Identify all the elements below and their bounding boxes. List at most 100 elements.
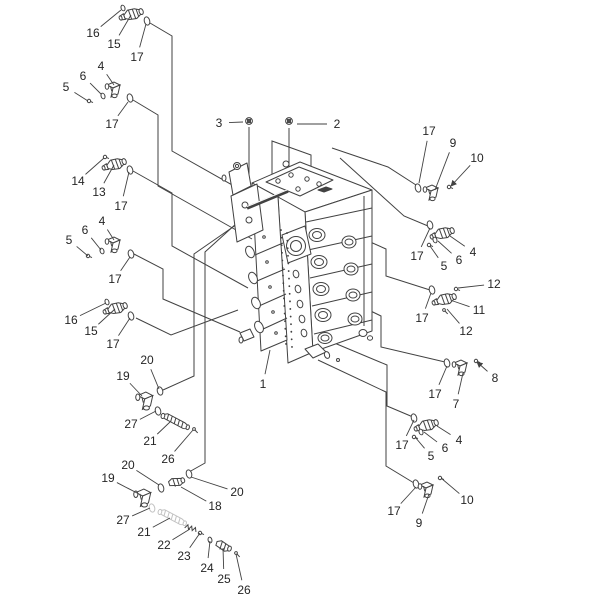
left-section-caps bbox=[244, 236, 277, 335]
leader-line bbox=[117, 483, 139, 494]
leader-lines bbox=[74, 10, 487, 580]
callout-label: 9 bbox=[415, 516, 423, 530]
fitting-25 bbox=[214, 539, 234, 554]
callout-label: 26 bbox=[161, 452, 175, 466]
leader-line bbox=[450, 236, 465, 246]
callout-label: 10 bbox=[470, 151, 484, 165]
callout-label: 23 bbox=[177, 549, 191, 563]
leader-line bbox=[458, 373, 463, 394]
callout-label: 5 bbox=[65, 233, 73, 247]
callout-label: 1 bbox=[259, 377, 267, 391]
callout-label: 17 bbox=[422, 124, 436, 138]
leader-line bbox=[265, 350, 270, 374]
leader-line bbox=[74, 92, 88, 101]
right-cylinder-bank bbox=[309, 196, 373, 344]
callout-label: 17 bbox=[410, 249, 424, 263]
callout-label: 11 bbox=[472, 303, 486, 317]
leader-line bbox=[121, 257, 130, 271]
callout-label: 15 bbox=[107, 37, 121, 51]
callout-label: 6 bbox=[441, 441, 449, 455]
leader-line bbox=[223, 548, 224, 569]
leader-line bbox=[118, 102, 128, 116]
callout-label: 5 bbox=[427, 449, 435, 463]
callout-label: 4 bbox=[98, 214, 106, 228]
leader-line bbox=[208, 541, 210, 558]
callout-label: 17 bbox=[130, 50, 144, 64]
leader-line bbox=[425, 293, 431, 309]
callout-label: 19 bbox=[116, 369, 130, 383]
leader-line bbox=[130, 383, 142, 396]
leader-line bbox=[123, 172, 129, 196]
callout-label: 4 bbox=[455, 433, 463, 447]
leader-line bbox=[173, 529, 190, 540]
leader-line bbox=[430, 246, 438, 258]
leader-line bbox=[190, 533, 200, 548]
leader-line bbox=[175, 430, 193, 451]
callout-label: 27 bbox=[116, 513, 130, 527]
leader-line bbox=[98, 309, 115, 324]
leader-line bbox=[447, 309, 459, 323]
callout-label: 18 bbox=[208, 499, 222, 513]
leader-line bbox=[406, 420, 414, 436]
callout-label: 12 bbox=[459, 324, 473, 338]
callout-label: 8 bbox=[491, 371, 499, 385]
callout-label: 12 bbox=[487, 277, 501, 291]
leader-line bbox=[476, 361, 488, 371]
callout-label: 2 bbox=[333, 117, 341, 131]
callout-label: 22 bbox=[157, 538, 171, 552]
callout-label: 6 bbox=[81, 223, 89, 237]
callout-label: 17 bbox=[105, 117, 119, 131]
callout-label: 16 bbox=[64, 313, 78, 327]
callout-label: 21 bbox=[137, 525, 151, 539]
leader-line bbox=[118, 318, 130, 336]
bolt-2 bbox=[285, 117, 293, 125]
leader-line bbox=[439, 366, 447, 385]
leader-line bbox=[136, 470, 159, 485]
leader-line bbox=[151, 369, 159, 389]
leader-line bbox=[415, 437, 425, 448]
callout-label: 25 bbox=[217, 572, 231, 586]
leader-line bbox=[421, 228, 430, 247]
fitting-19 bbox=[135, 391, 154, 411]
leader-line bbox=[91, 238, 101, 250]
leader-line bbox=[441, 478, 459, 494]
callout-label: 4 bbox=[97, 59, 105, 73]
leader-line bbox=[140, 411, 156, 419]
fitting-4 bbox=[104, 81, 121, 99]
callout-label: 17 bbox=[114, 199, 128, 213]
leader-line bbox=[236, 554, 242, 580]
callout-label: 5 bbox=[440, 259, 448, 273]
fitting-9b bbox=[417, 481, 434, 499]
leader-line bbox=[424, 432, 437, 442]
fitting-7 bbox=[451, 359, 468, 377]
sleeve-18 bbox=[167, 474, 187, 489]
leader-line bbox=[438, 241, 452, 253]
callout-label: 26 bbox=[237, 583, 251, 597]
callout-label: 17 bbox=[108, 272, 122, 286]
leader-line bbox=[107, 74, 114, 85]
fitting-19b bbox=[133, 488, 152, 508]
faded-cartridge-21 bbox=[147, 502, 189, 527]
leader-line bbox=[435, 152, 449, 190]
callout-label: 15 bbox=[84, 324, 98, 338]
callout-label: 6 bbox=[455, 253, 463, 267]
callout-label: 13 bbox=[92, 185, 106, 199]
callout-label: 7 bbox=[452, 397, 460, 411]
callout-label: 24 bbox=[200, 561, 214, 575]
leader-line bbox=[85, 158, 104, 174]
leader-line bbox=[80, 303, 106, 316]
leader-line bbox=[157, 422, 170, 434]
leader-line bbox=[450, 165, 470, 187]
leader-line bbox=[458, 285, 484, 288]
leader-line bbox=[140, 24, 146, 47]
valve-assembly-drawing bbox=[222, 161, 373, 363]
leader-line bbox=[422, 494, 429, 514]
callout-label: 27 bbox=[124, 417, 138, 431]
callout-label: 20 bbox=[121, 458, 135, 472]
leader-line bbox=[401, 487, 416, 504]
callout-label: 5 bbox=[62, 80, 70, 94]
leader-line bbox=[107, 229, 114, 240]
callout-label: 10 bbox=[460, 493, 474, 507]
